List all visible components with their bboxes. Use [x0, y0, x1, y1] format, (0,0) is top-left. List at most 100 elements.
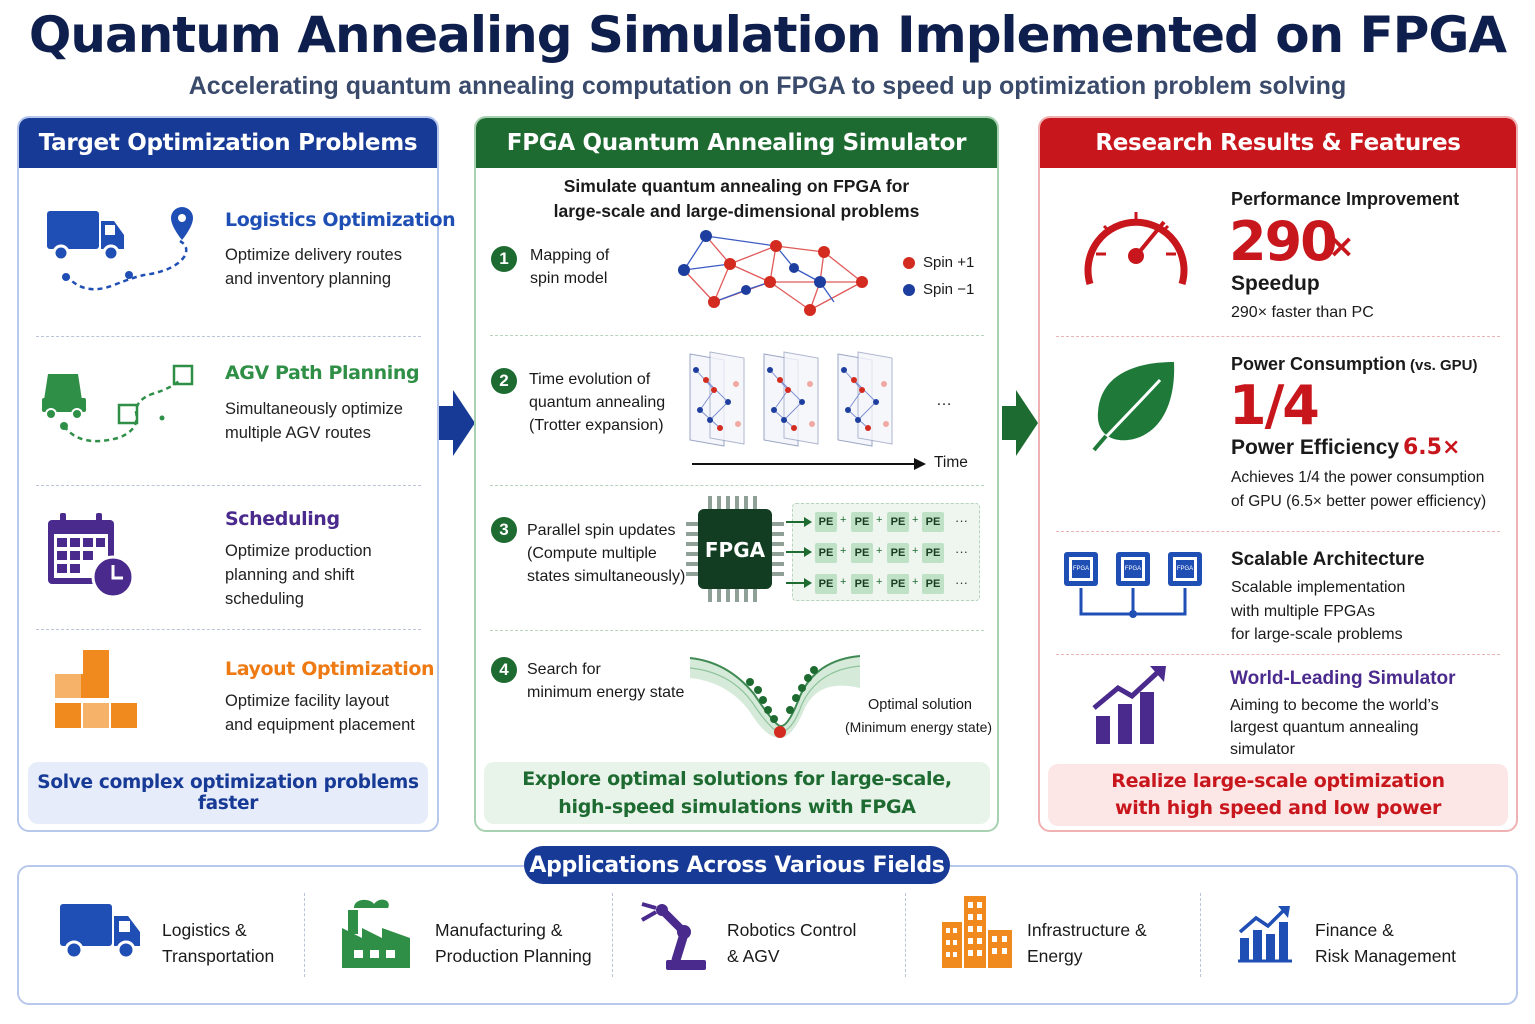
- step-4-text: Search for minimum energy state: [527, 661, 685, 701]
- divider: [490, 335, 984, 336]
- divider: [490, 630, 984, 631]
- fpga-chip-label: FPGA: [704, 538, 766, 562]
- pe-cell: PE: [815, 574, 837, 594]
- power-value: 1/4: [1229, 374, 1320, 437]
- pe-cell: PE: [887, 543, 909, 563]
- time-label: Time: [934, 454, 968, 471]
- step-1-text: Mapping of spin model: [530, 247, 610, 287]
- spin-network-graphic: [678, 230, 868, 316]
- scheduling-title: Scheduling: [225, 508, 340, 530]
- divider: [1056, 654, 1500, 655]
- app-finance-label: Finance & Risk Management: [1315, 920, 1457, 966]
- step-1-badge: 1: [491, 246, 517, 272]
- layout-desc-1: Optimize facility layout: [225, 692, 390, 710]
- minimum-energy-label: (Minimum energy state): [845, 719, 993, 735]
- pe-plus: +: [876, 514, 883, 526]
- simulator-panel: FPGA Quantum Annealing Simulator: [474, 116, 999, 832]
- calendar-clock-icon: [48, 513, 135, 599]
- pe-cell: PE: [815, 512, 837, 532]
- simulator-header: FPGA Quantum Annealing Simulator: [476, 118, 997, 168]
- perf-desc: 290× faster than PC: [1231, 304, 1374, 321]
- trotter-slices-graphic: [689, 351, 893, 447]
- perf-label: Speedup: [1231, 272, 1320, 295]
- multi-fpga-icon: [1064, 552, 1202, 618]
- pe-cell: PE: [851, 574, 873, 594]
- app-logistics-label: Logistics & Transportation: [162, 920, 275, 966]
- scheduling-desc-2: planning and shift: [225, 566, 355, 584]
- logistics-desc-1: Optimize delivery routes: [225, 246, 402, 264]
- efficiency-label: Power Efficiency: [1231, 436, 1400, 459]
- app-manufacturing-label: Manufacturing & Production Planning: [435, 920, 592, 966]
- right-footer: Realize large-scale optimization with hi…: [1048, 764, 1508, 826]
- step-4-badge: 4: [491, 657, 517, 683]
- divider: [36, 485, 421, 486]
- arrow-right-icon: [1002, 390, 1038, 456]
- agv-title: AGV Path Planning: [225, 362, 420, 384]
- layout-title: Layout Optimization: [225, 658, 435, 680]
- logistics-desc-2: and inventory planning: [225, 270, 392, 288]
- factory-icon: [342, 899, 410, 968]
- truck-route-icon: [47, 207, 193, 291]
- pe-plus: +: [912, 545, 919, 557]
- app-robotics-label: Robotics Control & AGV: [727, 920, 857, 966]
- step-2-text: Time evolution of quantum annealing (Tro…: [529, 371, 666, 434]
- fpga-chip-3-label: FPGA: [1176, 566, 1194, 572]
- pe-dots: ···: [955, 575, 968, 590]
- pe-dots: ···: [955, 513, 968, 528]
- app-separator: [612, 893, 613, 977]
- power-vs: (vs. GPU): [1410, 357, 1478, 374]
- applications-title: Applications Across Various Fields: [524, 846, 950, 884]
- fpga-chip-2-label: FPGA: [1124, 566, 1142, 572]
- divider: [36, 629, 421, 630]
- results-header: Research Results & Features: [1040, 118, 1516, 168]
- scalable-desc: Scalable implementation with multiple FP…: [1231, 579, 1406, 643]
- logistics-title: Logistics Optimization: [225, 209, 456, 231]
- page-subtitle: Accelerating quantum annealing computati…: [188, 72, 1347, 100]
- target-problems-header: Target Optimization Problems: [19, 118, 437, 168]
- pe-dots: ···: [955, 544, 968, 559]
- divider: [36, 336, 421, 337]
- pe-plus: +: [840, 545, 847, 557]
- scheduling-desc-1: Optimize production: [225, 542, 372, 560]
- pe-cell: PE: [922, 512, 944, 532]
- pe-plus: +: [840, 576, 847, 588]
- step-3-text: Parallel spin updates (Compute multiple …: [527, 522, 686, 585]
- pe-cell: PE: [815, 543, 837, 563]
- speedometer-icon: [1084, 212, 1188, 285]
- pe-plus: +: [912, 514, 919, 526]
- app-separator: [304, 893, 305, 977]
- left-footer: Solve complex optimization problems fast…: [28, 762, 428, 824]
- arrow-right-icon: [439, 390, 475, 456]
- scalable-title: Scalable Architecture: [1231, 549, 1425, 570]
- step-3-badge: 3: [491, 517, 517, 543]
- app-infrastructure-label: Infrastructure & Energy: [1027, 920, 1147, 966]
- pe-plus: +: [840, 514, 847, 526]
- step-2-badge: 2: [491, 368, 517, 394]
- efficiency-value: 6.5×: [1403, 435, 1461, 460]
- pe-cell: PE: [922, 574, 944, 594]
- simulator-intro: Simulate quantum annealing on FPGA for l…: [553, 176, 920, 221]
- fpga-chip-1-label: FPGA: [1072, 566, 1090, 572]
- pe-cell: PE: [887, 574, 909, 594]
- buildings-icon: [942, 896, 1012, 968]
- agv-desc-1: Simultaneously optimize: [225, 400, 403, 418]
- perf-value: 290: [1229, 210, 1338, 273]
- layout-blocks-icon: [55, 650, 137, 728]
- perf-times: ×: [1328, 227, 1355, 265]
- layout-desc-2: and equipment placement: [225, 716, 415, 734]
- time-axis-arrow: [692, 458, 926, 470]
- robot-arm-icon: [641, 902, 706, 970]
- growth-chart-icon: [1092, 666, 1166, 744]
- pe-cell: PE: [851, 512, 873, 532]
- divider: [1056, 336, 1500, 337]
- divider: [490, 485, 984, 486]
- finance-chart-icon: [1238, 906, 1292, 963]
- app-separator: [905, 893, 906, 977]
- pe-cell: PE: [851, 543, 873, 563]
- app-separator: [1200, 893, 1201, 977]
- pe-input-arrows: [786, 517, 812, 588]
- power-title: Power Consumption: [1231, 354, 1406, 374]
- page-title: Quantum Annealing Simulation Implemented…: [28, 6, 1507, 64]
- mid-footer: Explore optimal solutions for large-scal…: [484, 762, 990, 824]
- power-desc: Achieves 1/4 the power consumption of GP…: [1231, 469, 1487, 510]
